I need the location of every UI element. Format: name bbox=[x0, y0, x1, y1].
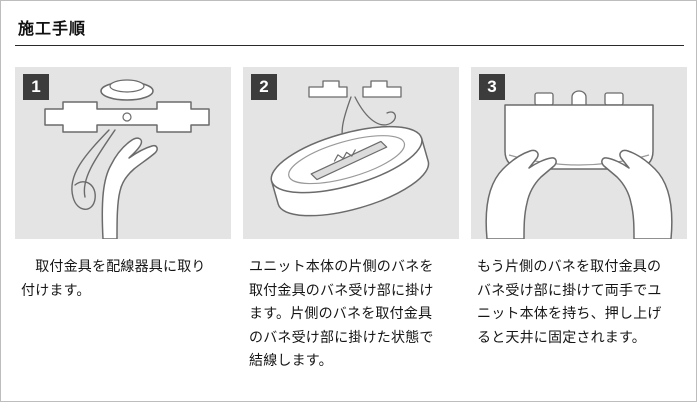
spring-shape bbox=[333, 149, 356, 162]
step-3-caption: もう片側のバネを取付金具のバネ受け部に掛けて両手でユニット本体を持ち、押し上げる… bbox=[477, 258, 662, 345]
step-3: 3 bbox=[471, 67, 687, 373]
hand-shape bbox=[101, 137, 158, 239]
step-2-caption: ユニット本体の片側のバネを取付金具のバネ受け部に掛けます。片側のバネを取付金具の… bbox=[249, 258, 434, 369]
step-3-number-badge: 3 bbox=[479, 74, 505, 100]
right-hand-shape bbox=[601, 149, 673, 239]
wire-shape bbox=[71, 129, 116, 210]
step-2: 2 bbox=[243, 67, 459, 373]
step-1-panel: 1 bbox=[15, 67, 231, 239]
unit-body-shape bbox=[270, 125, 430, 217]
step-1-illustration bbox=[44, 79, 210, 239]
step-2-panel: 2 bbox=[243, 67, 459, 239]
step-1: 1 bbox=[15, 67, 231, 373]
step-1-caption: 取付金具を配線器具に取り付けます。 bbox=[21, 258, 206, 298]
step-3-panel: 3 bbox=[471, 67, 687, 239]
title-divider bbox=[15, 45, 684, 46]
step-2-number-badge: 2 bbox=[251, 74, 277, 100]
step-2-illustration bbox=[270, 80, 430, 217]
steps-row: 1 bbox=[15, 67, 687, 373]
step-1-number-badge: 1 bbox=[23, 74, 49, 100]
ceiling-bracket-shape bbox=[308, 80, 402, 98]
step-3-illustration bbox=[485, 90, 673, 239]
ceiling-clips-shape bbox=[534, 90, 624, 106]
spring-receiver-shape bbox=[310, 140, 388, 181]
page-title: 施工手順 bbox=[18, 21, 87, 38]
ceiling-outlet-shape bbox=[100, 79, 154, 101]
left-hand-shape bbox=[485, 149, 557, 239]
mounting-bracket-shape bbox=[44, 101, 210, 133]
